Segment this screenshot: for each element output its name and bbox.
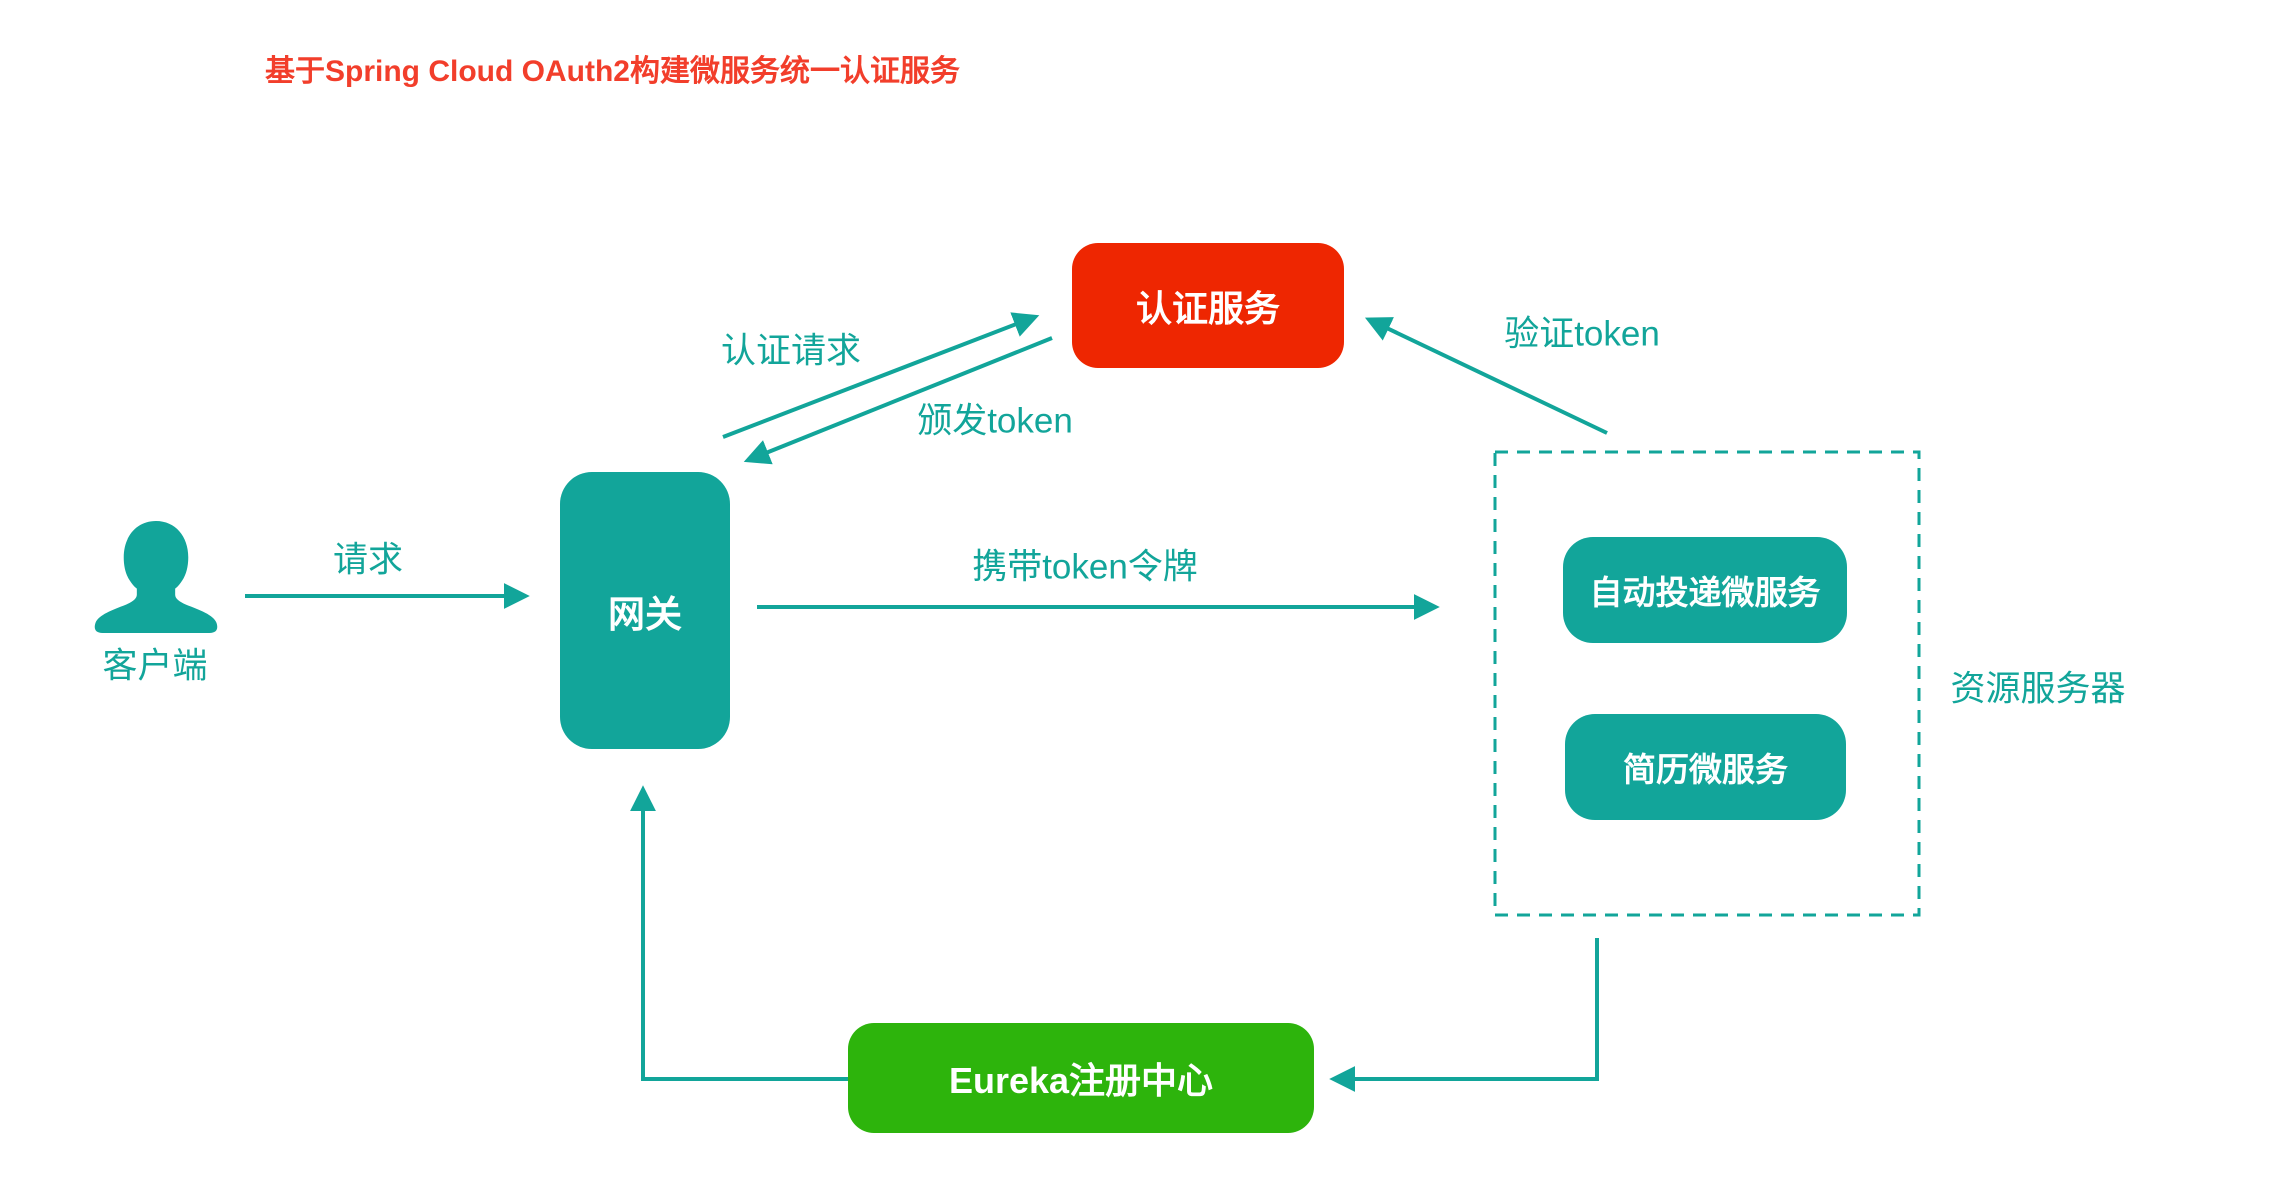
edge-verify-token-label: 验证token bbox=[1504, 314, 1660, 354]
edge-verify-token-arrow bbox=[1364, 317, 1608, 435]
client-person-icon bbox=[94, 521, 218, 633]
diagram-title: 基于Spring Cloud OAuth2构建微服务统一认证服务 bbox=[265, 55, 960, 88]
edge-resource-to-eureka-arrow bbox=[1329, 938, 1599, 1092]
auto-delivery-microservice-node: 自动投递微服务 bbox=[1563, 537, 1847, 643]
auto-delivery-microservice-label: 自动投递微服务 bbox=[1589, 574, 1821, 611]
edge-issue-token-label: 颁发token bbox=[917, 401, 1073, 441]
eureka-node: Eureka注册中心 bbox=[848, 1023, 1314, 1133]
edge-auth-request-label: 认证请求 bbox=[720, 331, 862, 371]
edge-carry-token-label: 携带token令牌 bbox=[972, 547, 1198, 587]
resume-microservice-label: 简历微服务 bbox=[1623, 751, 1788, 788]
gateway-label: 网关 bbox=[608, 593, 682, 635]
auth-service-node: 认证服务 bbox=[1072, 243, 1344, 368]
edge-eureka-to-gateway-arrow bbox=[630, 785, 848, 1081]
auth-service-label: 认证服务 bbox=[1135, 287, 1280, 329]
eureka-label: Eureka注册中心 bbox=[948, 1060, 1214, 1101]
gateway-node: 网关 bbox=[560, 472, 730, 749]
resume-microservice-node: 简历微服务 bbox=[1565, 714, 1846, 820]
edge-auth-request-arrow bbox=[722, 312, 1040, 439]
resource-server-label: 资源服务器 bbox=[1950, 669, 2126, 709]
edge-issue-token-arrow bbox=[743, 336, 1053, 465]
resource-server-boundary bbox=[1493, 450, 1921, 917]
edge-request-label: 请求 bbox=[332, 540, 404, 580]
client-label: 客户端 bbox=[102, 646, 208, 686]
